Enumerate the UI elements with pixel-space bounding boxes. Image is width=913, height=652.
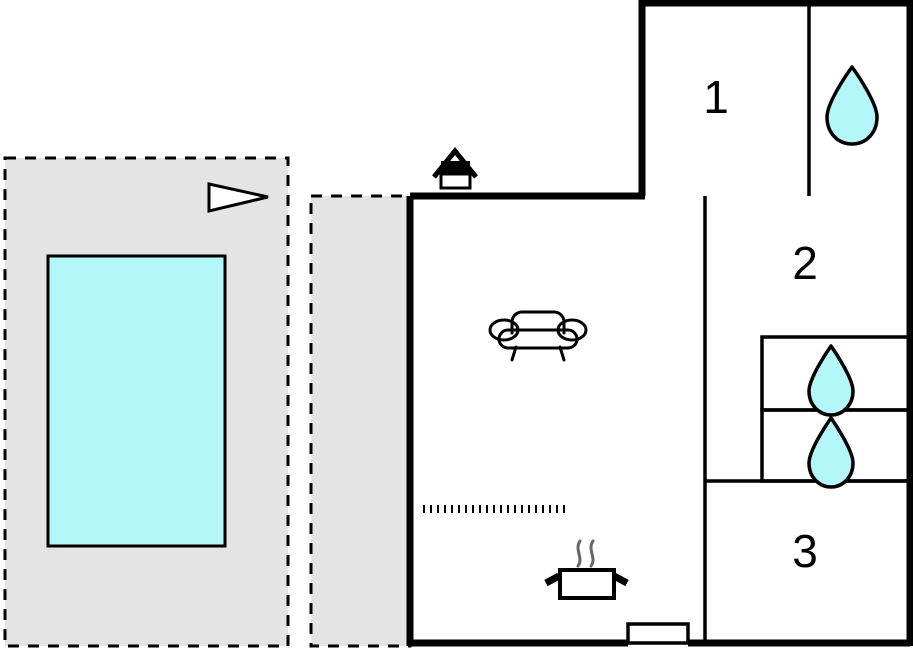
outer-walls <box>406 0 913 647</box>
door-opening <box>626 622 690 645</box>
water-drop-icon <box>807 416 855 489</box>
pot-handle-right-icon <box>612 572 629 587</box>
sofa-arm-right-icon <box>556 318 588 342</box>
cooking-pot-icon <box>558 568 616 600</box>
water-drop-icon <box>825 65 879 146</box>
swimming-pool <box>46 254 227 548</box>
wall-top-wing <box>638 0 913 646</box>
door-opening-group <box>626 622 690 645</box>
room-number-2: 2 <box>792 237 818 289</box>
living-area-fill <box>410 196 910 646</box>
house-door-icon <box>439 172 472 190</box>
sofa-backrest-icon <box>510 310 566 335</box>
house-entrance-icon <box>441 161 470 174</box>
pool-area-group <box>3 156 290 648</box>
sofa-icon-group <box>488 310 588 362</box>
steam-icon <box>576 539 582 568</box>
water-drop-icons <box>807 65 879 489</box>
main-entrance-icon-group <box>432 147 478 190</box>
sofa-arm-left-icon <box>488 318 520 342</box>
cooking-pot-icon-group <box>544 539 629 600</box>
sofa-seat-icon <box>497 328 579 350</box>
steam-icon <box>589 539 595 568</box>
water-drop-icon <box>807 344 855 417</box>
terrace <box>309 194 412 648</box>
room-labels: 1 2 3 <box>703 71 818 577</box>
sofa-leg-left-icon <box>510 345 518 362</box>
triangle-right-icon <box>207 182 269 213</box>
terrace-group <box>309 194 412 648</box>
sofa-leg-right-icon <box>558 345 566 362</box>
pot-handle-left-icon <box>544 572 561 587</box>
room-number-1: 1 <box>703 71 729 123</box>
room-number-3: 3 <box>792 525 818 577</box>
